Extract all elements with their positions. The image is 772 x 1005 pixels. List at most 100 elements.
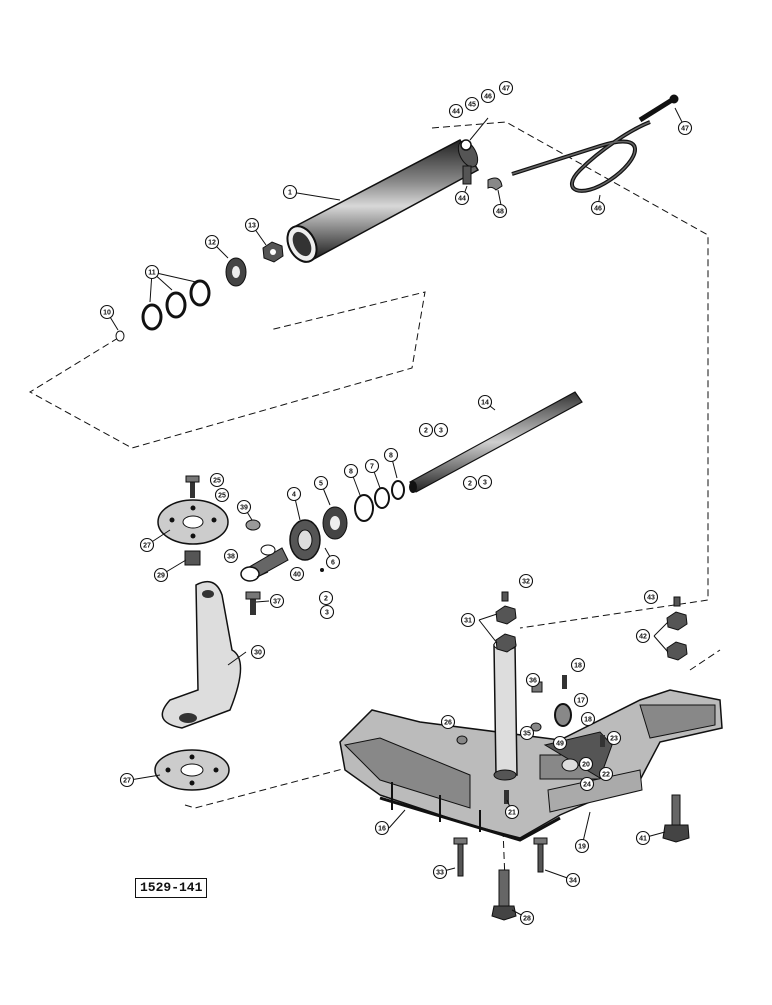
callout-number: 35 — [523, 731, 531, 738]
grease-fitting-43 — [673, 596, 681, 607]
callout-number: 3 — [325, 610, 329, 617]
callout-c7: 7 — [364, 458, 380, 474]
callout-circle — [573, 692, 589, 708]
washer-36 — [456, 735, 468, 745]
callout-number: 44 — [452, 109, 460, 116]
bolt-34 — [537, 841, 544, 873]
grease-fitting-32 — [501, 591, 509, 602]
callout-c22: 22 — [598, 766, 614, 782]
callout-c23: 23 — [606, 730, 622, 746]
lower-bolts — [453, 794, 690, 921]
callout-c3a: 3 — [433, 422, 449, 438]
callout-circle — [462, 475, 478, 491]
callout-c28: 28 — [519, 910, 535, 926]
callout-number: 22 — [602, 772, 610, 779]
callout-circle — [464, 96, 480, 112]
frame-post — [493, 639, 518, 781]
callout-circle — [635, 830, 651, 846]
callout-circle — [153, 567, 169, 583]
callout-number: 7 — [370, 464, 374, 471]
callout-number: 39 — [240, 505, 248, 512]
callout-circle — [578, 756, 594, 772]
callout-number: 6 — [331, 560, 335, 567]
callout-c44b: 44 — [454, 190, 470, 206]
callout-number: 8 — [349, 469, 353, 476]
bolt-37 — [245, 591, 261, 615]
callout-circle — [635, 628, 651, 644]
callout-number: 48 — [496, 209, 504, 216]
callout-c18b: 18 — [580, 711, 596, 727]
hose-end-fitting-icon — [669, 94, 679, 104]
gland-assembly — [289, 506, 348, 572]
callout-circle — [574, 838, 590, 854]
callout-c21: 21 — [504, 804, 520, 820]
callout-c11: 11 — [144, 264, 160, 280]
nut-31a — [495, 605, 517, 625]
cylinder-barrel — [286, 139, 480, 263]
callout-circle — [144, 264, 160, 280]
callout-circle — [590, 200, 606, 216]
callout-number: 41 — [639, 836, 647, 843]
callout-circle — [477, 394, 493, 410]
frame-right-wing — [639, 704, 716, 739]
ring-11b — [165, 291, 187, 319]
callout-circle — [492, 203, 508, 219]
callout-c8a: 8 — [383, 447, 399, 463]
bolt-41 — [671, 794, 681, 826]
washer-35 — [530, 722, 542, 732]
callout-number: 46 — [594, 206, 602, 213]
callout-c36: 36 — [525, 672, 541, 688]
bushing-29 — [184, 550, 201, 566]
ring-11c — [189, 279, 211, 307]
callout-number: 3 — [483, 480, 487, 487]
callout-c34: 34 — [565, 872, 581, 888]
hydraulic-hose — [511, 94, 679, 193]
bushing-17 — [554, 703, 572, 727]
guide-line-pin — [689, 649, 721, 671]
callout-number: 47 — [681, 126, 689, 133]
callout-number: 49 — [556, 741, 564, 748]
callout-c39: 39 — [236, 499, 252, 515]
callout-number: 17 — [577, 698, 585, 705]
callout-number: 21 — [508, 810, 516, 817]
callout-number: 26 — [444, 720, 452, 727]
callout-circle — [236, 499, 252, 515]
callout-c2a: 2 — [418, 422, 434, 438]
guide-line-hose — [431, 121, 709, 629]
callout-circle — [570, 657, 586, 673]
callout-number: 8 — [389, 453, 393, 460]
nut-42b — [666, 641, 688, 661]
callout-number: 42 — [639, 634, 647, 641]
callout-c17: 17 — [573, 692, 589, 708]
seal-8 — [391, 480, 405, 500]
callout-number: 24 — [583, 782, 591, 789]
callout-c47b: 47 — [677, 120, 693, 136]
rod-eye-assembly — [240, 519, 289, 582]
callout-circle — [504, 804, 520, 820]
callout-c19: 19 — [574, 838, 590, 854]
callout-c44a: 44 — [448, 103, 464, 119]
nut-39 — [245, 519, 261, 531]
callout-c40: 40 — [289, 566, 305, 582]
fitting-44 — [462, 165, 472, 185]
lower-plate — [154, 749, 230, 791]
callout-c24: 24 — [579, 776, 595, 792]
callout-c26: 26 — [440, 714, 456, 730]
callout-circle — [432, 864, 448, 880]
callout-circle — [580, 711, 596, 727]
callout-number: 34 — [569, 878, 577, 885]
callout-circle — [643, 589, 659, 605]
callout-circle — [286, 486, 302, 502]
callout-c25a: 25 — [209, 472, 225, 488]
pin-10 — [115, 330, 125, 342]
callout-circle — [519, 725, 535, 741]
elbow-fitting — [487, 177, 503, 191]
callout-number: 46 — [484, 94, 492, 101]
callout-number: 18 — [574, 663, 582, 670]
callout-circle — [313, 475, 329, 491]
callout-c29: 29 — [153, 567, 169, 583]
callout-c38: 38 — [223, 548, 239, 564]
callout-circle — [606, 730, 622, 746]
callout-number: 29 — [157, 573, 165, 580]
